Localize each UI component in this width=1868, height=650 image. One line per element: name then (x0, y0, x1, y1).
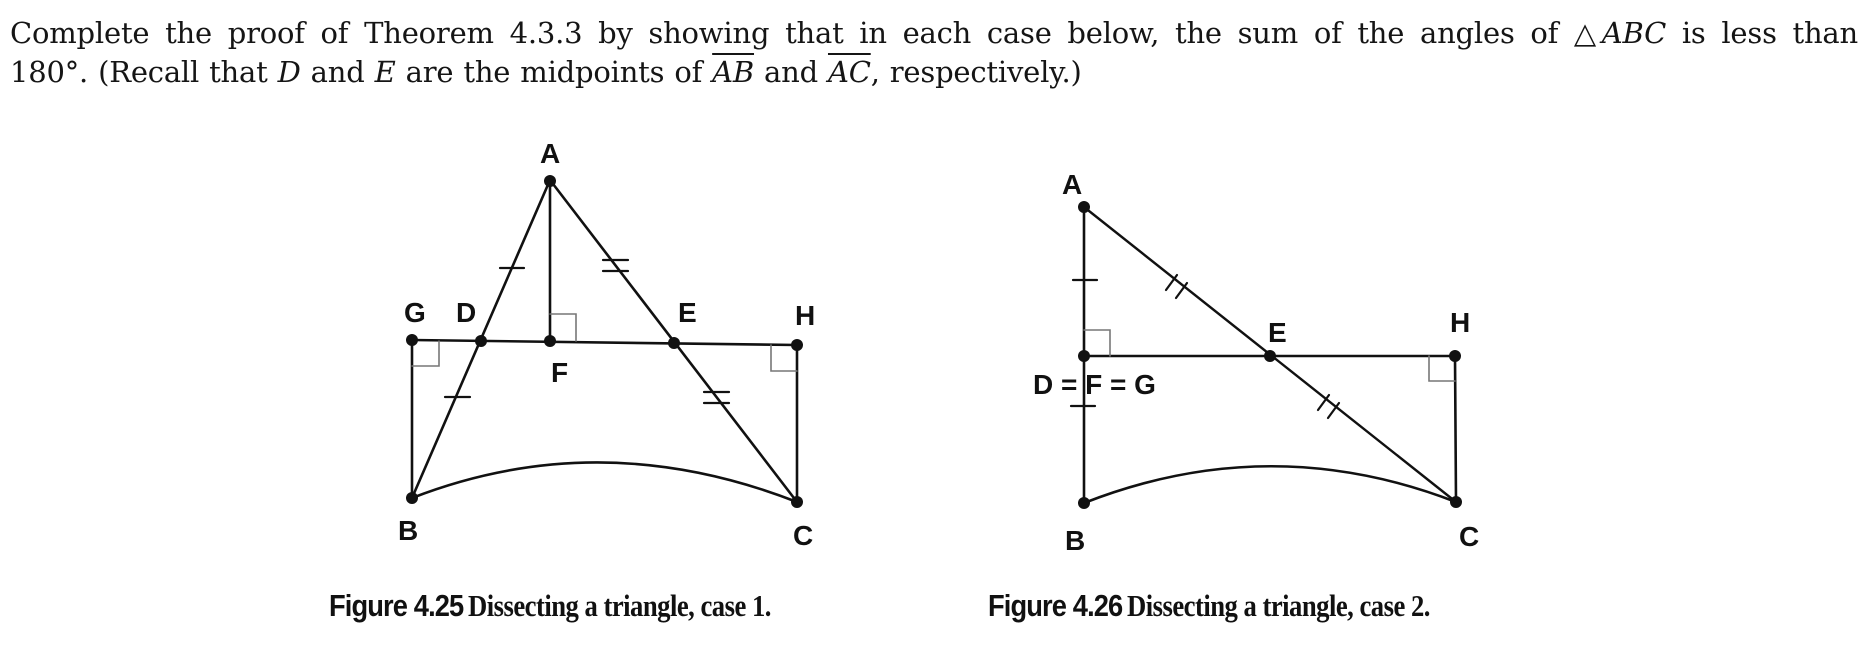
point-b-dot (1078, 497, 1090, 509)
point-h-dot (1449, 350, 1461, 362)
point-f-dot (544, 335, 556, 347)
point-g-dot (406, 334, 418, 346)
tick-ae-2 (1174, 281, 1189, 300)
label-g: G (404, 297, 426, 328)
point-c-dot (1450, 496, 1462, 508)
point-d-dot (475, 335, 487, 347)
right-angle-g (411, 340, 440, 367)
figure-4-26-points (1078, 201, 1462, 509)
point-a-dot (544, 175, 556, 187)
figure-4-25-labels: A G D F E H B C (398, 138, 815, 551)
label-c: C (1459, 521, 1479, 552)
label-e: E (678, 297, 697, 328)
label-e: E (1268, 317, 1287, 348)
problem-text: 180°. (Recall that (10, 55, 278, 89)
problem-line-2: 180°. (Recall that D and E are the midpo… (10, 53, 1860, 92)
tick-ec-2 (1326, 401, 1341, 420)
label-c: C (793, 520, 813, 551)
right-angle-f (549, 313, 577, 342)
point-d: D (277, 55, 301, 89)
problem-text: Complete the proof of Theorem 4.3.3 by s… (10, 16, 1574, 50)
figure-number: Figure 4.26 (988, 588, 1123, 623)
label-h: H (1450, 307, 1470, 338)
segment-gh (410, 338, 799, 347)
right-angle-h (770, 344, 798, 372)
point-h-dot (791, 339, 803, 351)
label-d: D (456, 297, 476, 328)
figure-caption-text: Dissecting a triangle, case 2. (1126, 588, 1430, 623)
label-a: A (1062, 169, 1082, 200)
figure-4-26-labels: A E H D = F = G B C (1033, 169, 1479, 556)
segment-hc (1453, 354, 1458, 504)
point-b-dot (406, 492, 418, 504)
figure-4-26-diagram (1069, 205, 1458, 505)
label-b: B (398, 515, 418, 546)
problem-text: and (754, 55, 828, 89)
problem-statement: Complete the proof of Theorem 4.3.3 by s… (10, 14, 1860, 92)
label-dfg: D = F = G (1033, 369, 1156, 400)
label-b: B (1065, 525, 1085, 556)
label-h: H (795, 300, 815, 331)
problem-line-1: Complete the proof of Theorem 4.3.3 by s… (10, 14, 1858, 53)
point-e-dot (1264, 350, 1276, 362)
triangle-symbol: △ (1573, 16, 1602, 50)
figure-caption-4-26: Figure 4.26 Dissecting a triangle, case … (988, 588, 1479, 624)
curve-bc (1082, 464, 1458, 505)
point-c-dot (791, 496, 803, 508)
point-dfg-dot (1078, 350, 1090, 362)
segment-ab: AB (712, 55, 755, 89)
figure-4-25-points (406, 175, 803, 508)
point-a-dot (1078, 201, 1090, 213)
curve-bc (410, 461, 799, 504)
figure-number: Figure 4.25 (329, 588, 464, 623)
problem-text: and (300, 55, 375, 89)
right-angle-h (1428, 355, 1456, 382)
problem-text: , respectively.) (870, 55, 1082, 89)
problem-text: is less than (1666, 16, 1858, 50)
segment-ac: AC (827, 55, 871, 89)
tick-ae-1 (1164, 273, 1179, 292)
tick-ec-1 (1316, 393, 1331, 412)
right-angle-d (1083, 329, 1111, 357)
triangle-name: ABC (1601, 16, 1667, 50)
point-e: E (374, 55, 396, 89)
label-a: A (540, 138, 560, 169)
figure-4-25-diagram (410, 178, 799, 504)
figure-caption-text: Dissecting a triangle, case 1. (467, 588, 771, 623)
point-e-dot (668, 337, 680, 349)
figure-caption-4-25: Figure 4.25 Dissecting a triangle, case … (329, 588, 820, 624)
label-f: F (551, 357, 568, 388)
problem-text: are the midpoints of (395, 55, 713, 89)
